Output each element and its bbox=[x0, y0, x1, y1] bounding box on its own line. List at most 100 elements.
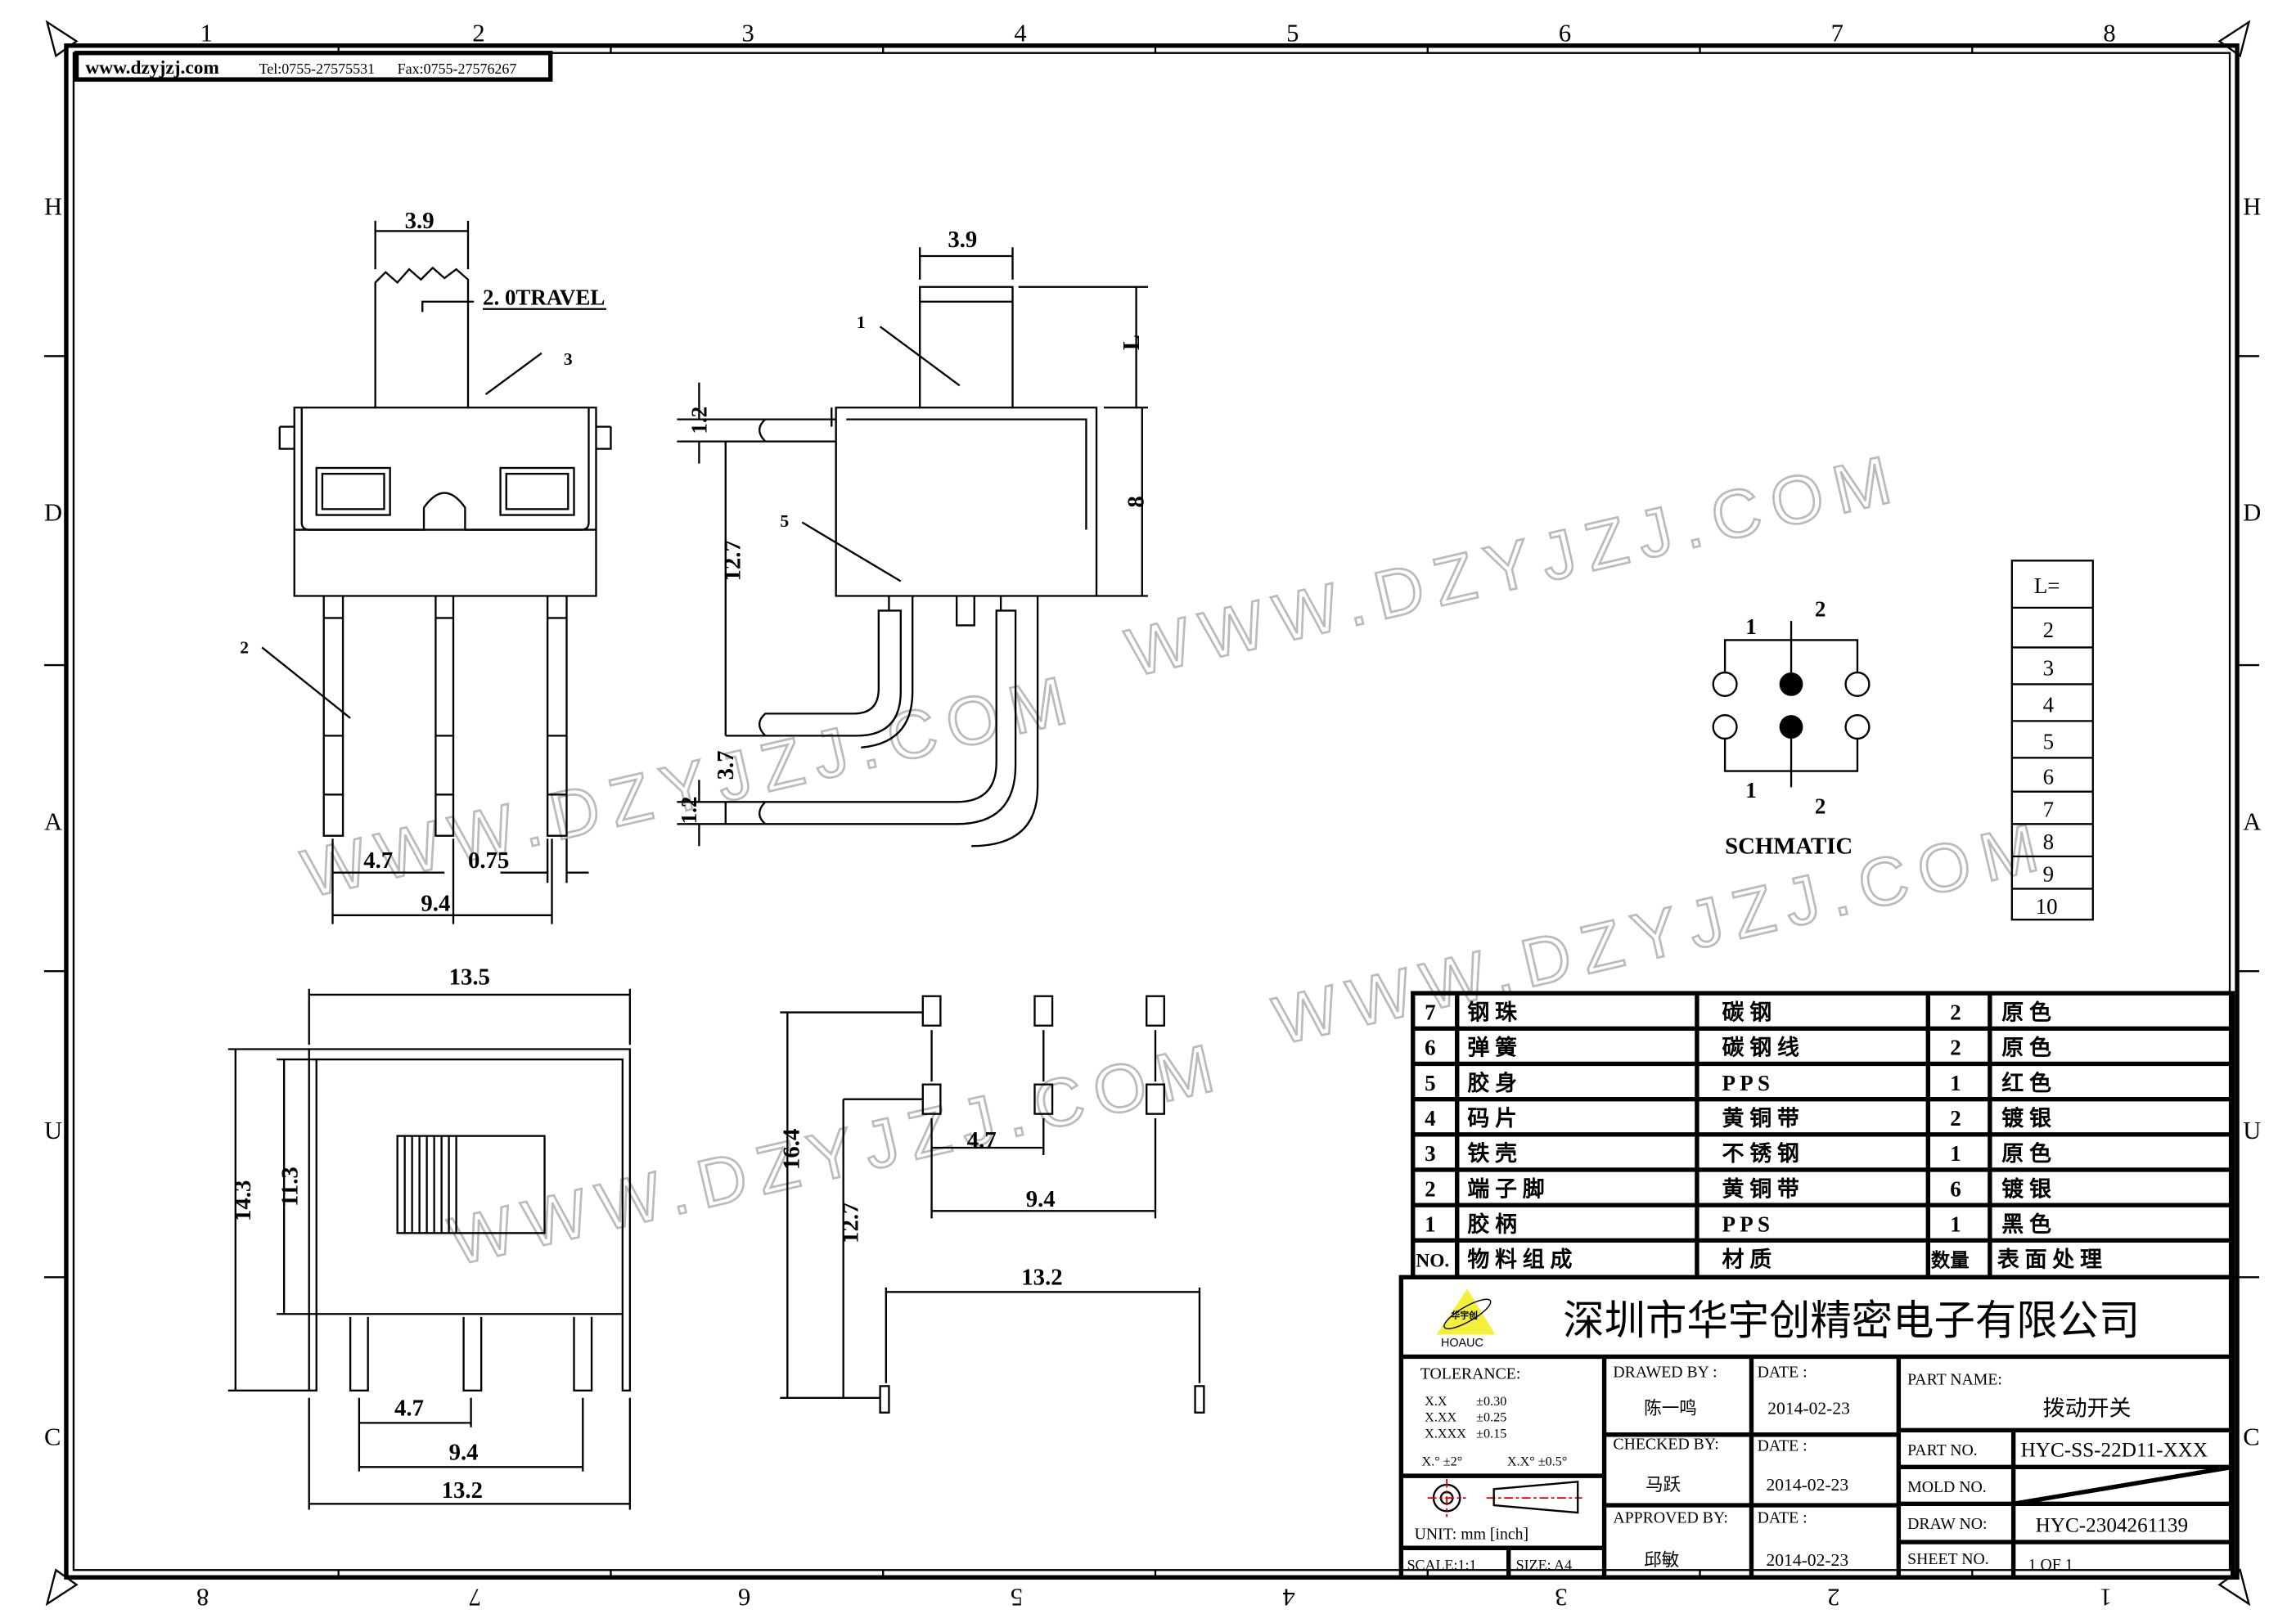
front-view: 3.9 2. 0TRAVEL 3 2 4.7 0.75 9.4 bbox=[240, 208, 612, 924]
grid-row: A bbox=[44, 807, 62, 835]
grid-col: 5 bbox=[1286, 19, 1299, 47]
contact-icon bbox=[1844, 714, 1871, 740]
grid-row: D bbox=[2243, 499, 2261, 527]
grid-labels-bottom: 8 7 6 5 4 3 2 1 bbox=[196, 1584, 2112, 1612]
bom-part: 弹 簧 bbox=[1467, 1035, 1517, 1060]
dim-pin-pitch: 4.7 bbox=[394, 1395, 424, 1421]
l-value: 3 bbox=[2043, 656, 2054, 681]
l-value: 10 bbox=[2036, 894, 2058, 919]
dim-overall: 13.2 bbox=[442, 1477, 483, 1504]
bom-header-qty: 数量 bbox=[1931, 1250, 1970, 1272]
bom-material: 碳 钢 线 bbox=[1722, 1036, 1799, 1060]
date-drawed: 2014-02-23 bbox=[1767, 1399, 1850, 1418]
grid-row: H bbox=[2243, 193, 2261, 221]
bom-part: 胶 身 bbox=[1467, 1070, 1517, 1095]
bom-qty: 2 bbox=[1950, 1036, 1961, 1060]
bom-material: 不 锈 钢 bbox=[1722, 1141, 1799, 1166]
checked-by-label: CHECKED BY: bbox=[1613, 1436, 1718, 1454]
bom-header-no: NO. bbox=[1416, 1251, 1449, 1272]
grid-col: 1 bbox=[2100, 1584, 2112, 1612]
contact-icon bbox=[1844, 671, 1871, 697]
bom-qty: 2 bbox=[1950, 1000, 1961, 1025]
bom-qty: 6 bbox=[1950, 1176, 1961, 1201]
part-no: HYC-SS-22D11-XXX bbox=[2021, 1440, 2208, 1462]
contact-icon bbox=[1712, 671, 1738, 697]
side-view: 3.9 1 5 L 8 1.2 12.7 3.7 1.2 bbox=[677, 227, 1150, 847]
dim-actuator-width: 3.9 bbox=[948, 227, 977, 253]
dim-outer-height: 14.3 bbox=[230, 1180, 256, 1221]
header-box bbox=[74, 51, 553, 82]
callout-2: 2 bbox=[240, 638, 249, 658]
dim-12-7: 12.7 bbox=[720, 540, 746, 581]
grid-col: 1 bbox=[200, 19, 213, 47]
sheet-no-label: SHEET NO. bbox=[1907, 1550, 1989, 1568]
draw-no: HYC-2304261139 bbox=[2036, 1514, 2188, 1536]
grid-col: 3 bbox=[742, 19, 754, 47]
bom-header-finish: 表 面 处 理 bbox=[1997, 1248, 2102, 1272]
company-name: 深圳市华宇创精密电子有限公司 bbox=[1563, 1297, 2140, 1343]
tolerance-label: TOLERANCE: bbox=[1420, 1364, 1521, 1382]
l-value: 4 bbox=[2043, 693, 2055, 717]
date-approved: 2014-02-23 bbox=[1766, 1550, 1848, 1570]
schematic: 1 2 1 2 SCHMATIC bbox=[1712, 597, 1871, 859]
grid-col: 6 bbox=[1559, 19, 1571, 47]
logo-brand: HOAUC bbox=[1441, 1337, 1483, 1350]
l-value: 5 bbox=[2043, 730, 2054, 754]
grid-col: 3 bbox=[1555, 1584, 1567, 1612]
l-table: L= 2 3 4 5 6 7 8 9 10 bbox=[2010, 560, 2094, 921]
bom-material: 碳 钢 bbox=[1722, 1000, 1772, 1025]
website-link[interactable]: www.dzyjzj.com bbox=[85, 57, 219, 79]
grid-col: 5 bbox=[1011, 1584, 1023, 1612]
grid-col: 8 bbox=[2103, 19, 2115, 47]
drawed-by-label: DRAWED BY : bbox=[1613, 1364, 1717, 1382]
draw-no-label: DRAW NO: bbox=[1907, 1515, 1987, 1533]
l-value: 8 bbox=[2043, 829, 2054, 854]
contact-icon bbox=[1779, 715, 1803, 739]
bom-finish: 镀 银 bbox=[2001, 1106, 2051, 1131]
dim-outer-height: 16.4 bbox=[779, 1129, 805, 1170]
bom-no: 1 bbox=[1425, 1212, 1435, 1237]
dim-body-height: 8 bbox=[1123, 496, 1150, 507]
bom-finish: 原 色 bbox=[2001, 1035, 2051, 1060]
bom-qty: 1 bbox=[1950, 1141, 1961, 1166]
grid-row: D bbox=[44, 499, 62, 527]
grid-col: 7 bbox=[469, 1584, 481, 1612]
part-name-label: PART NAME: bbox=[1907, 1371, 2002, 1389]
date-label: DATE : bbox=[1758, 1509, 1808, 1527]
tolerance-key: X.XXX bbox=[1425, 1427, 1466, 1441]
dim-pitch: 4.7 bbox=[967, 1127, 997, 1153]
bom-no: 3 bbox=[1425, 1141, 1435, 1166]
dim-pin-span: 9.4 bbox=[449, 1439, 479, 1465]
checked-by: 马跃 bbox=[1645, 1475, 1681, 1495]
bom-header-material: 材 质 bbox=[1722, 1248, 1772, 1272]
grid-col: 7 bbox=[1831, 19, 1844, 47]
bom-part: 端 子 脚 bbox=[1467, 1176, 1544, 1201]
approved-by: 邱敏 bbox=[1644, 1550, 1679, 1570]
grid-col: 4 bbox=[1014, 19, 1026, 47]
grid-row: C bbox=[2243, 1423, 2259, 1450]
schematic-title: SCHMATIC bbox=[1725, 833, 1853, 859]
approved-by-label: APPROVED BY: bbox=[1613, 1509, 1727, 1527]
tolerance-key: X.X bbox=[1425, 1395, 1447, 1409]
l-value: 7 bbox=[2043, 797, 2054, 821]
bom-no: 7 bbox=[1425, 1000, 1435, 1025]
angle-tolerance: X.° ±2° bbox=[1422, 1455, 1463, 1469]
grid-row: U bbox=[2243, 1117, 2261, 1144]
l-value: 9 bbox=[2043, 861, 2054, 886]
bom-header-row: NO. 物 料 组 成 材 质 数量 表 面 处 理 bbox=[1416, 1247, 2102, 1272]
bom-header-part: 物 料 组 成 bbox=[1467, 1247, 1572, 1272]
l-value: 6 bbox=[2043, 765, 2054, 789]
pin-label: 1 bbox=[1745, 778, 1756, 803]
dim-pin-span: 9.4 bbox=[421, 890, 450, 916]
outer-border bbox=[64, 43, 2240, 1580]
grid-row: U bbox=[44, 1117, 62, 1144]
logo-text: 华宇创 bbox=[1452, 1311, 1479, 1321]
scale: SCALE:1:1 bbox=[1407, 1557, 1477, 1573]
grid-row: A bbox=[2243, 807, 2261, 835]
mold-no-label: MOLD NO. bbox=[1907, 1478, 1987, 1496]
